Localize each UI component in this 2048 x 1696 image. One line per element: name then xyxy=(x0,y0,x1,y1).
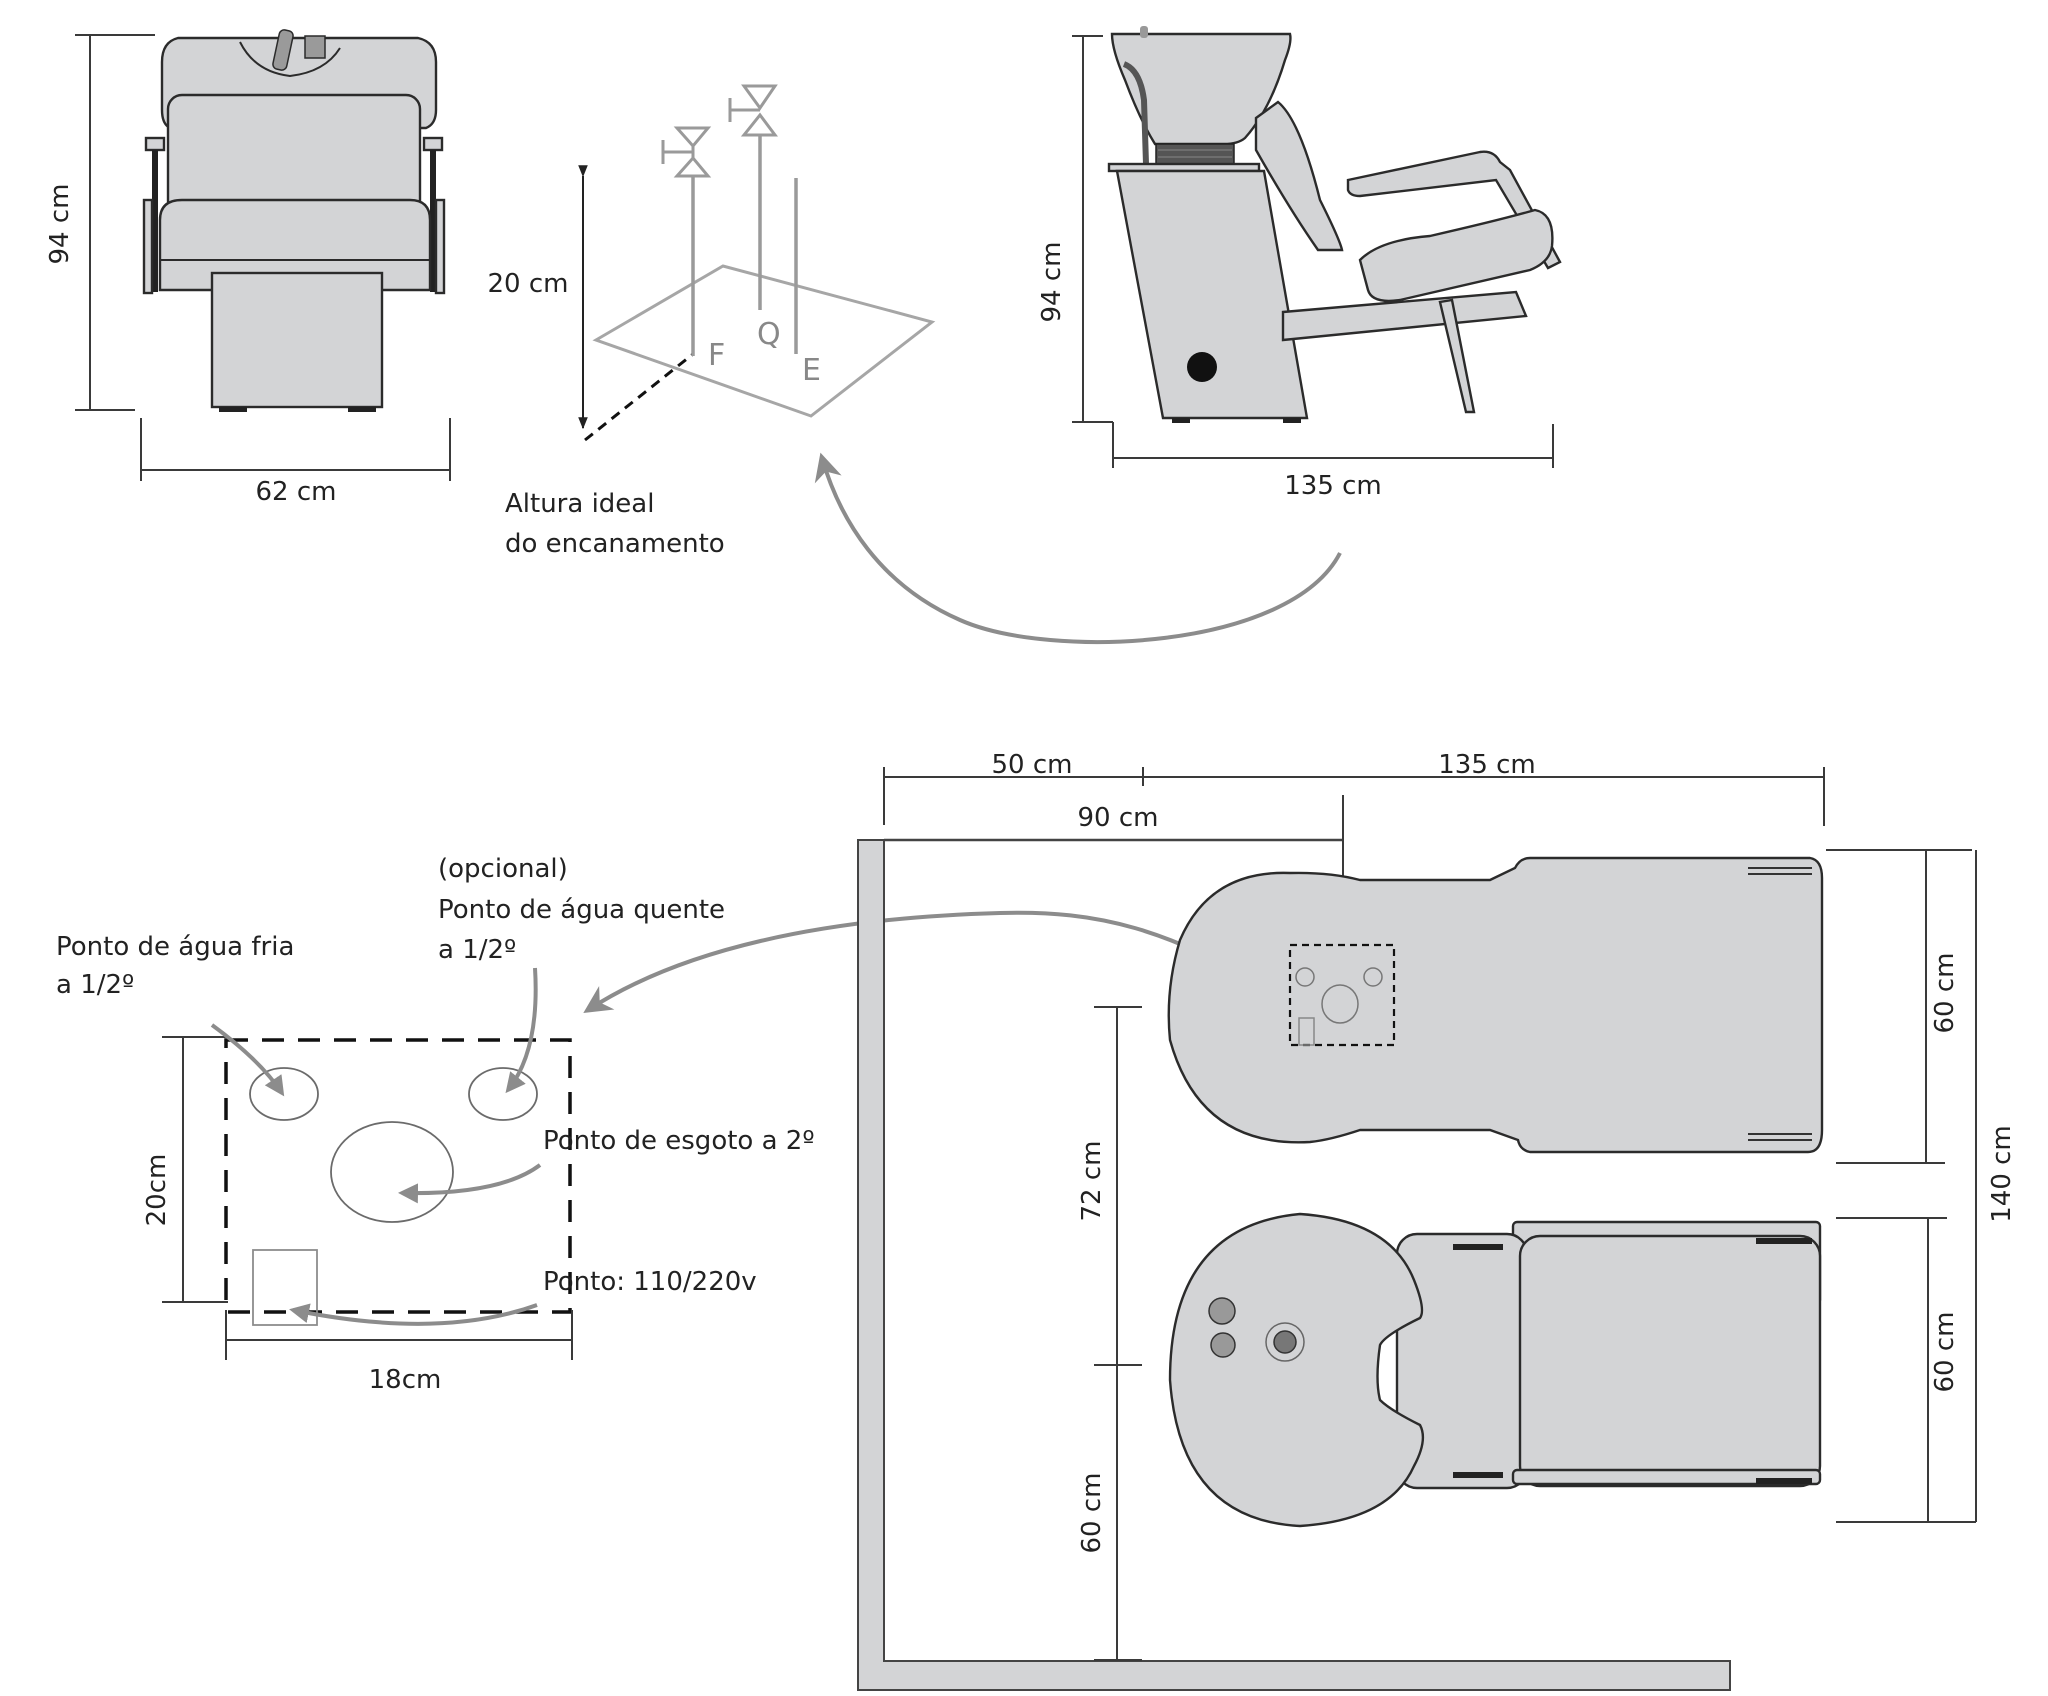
sewer-label: Ponto de esgoto a 2º xyxy=(543,1126,815,1156)
cold-water-label-line2: a 1/2º xyxy=(56,970,134,1000)
front-view: 94 cm 62 cm xyxy=(45,29,451,507)
point-detail: 20cm 18cm Ponto de água fria a 1/2º (opc… xyxy=(56,854,1277,1395)
hot-water-label-line1: Ponto de água quente xyxy=(438,895,725,925)
front-side-right xyxy=(434,198,446,295)
front-arm-left xyxy=(152,150,158,292)
point-distance-label: 90 cm xyxy=(1078,803,1159,833)
cold-water-arrow xyxy=(210,1023,285,1097)
side-height-label: 94 cm xyxy=(1037,242,1067,323)
hot-water-point xyxy=(468,1067,538,1121)
electric-point xyxy=(252,1249,318,1326)
cold-water-label-line1: Ponto de água fria xyxy=(56,932,294,962)
plan-armrest-bottom xyxy=(1511,1468,1822,1486)
side-view: 94 cm 135 cm xyxy=(1037,26,1562,501)
side-footrest-bar xyxy=(1281,290,1528,342)
detail-width-label: 18cm xyxy=(369,1365,442,1395)
front-base xyxy=(210,271,384,409)
link-arrow-side-to-iso xyxy=(814,452,1342,645)
plumbing-iso: 20 cm F Q E Altura ideal do encanamento xyxy=(488,84,1342,645)
sewer-arrow xyxy=(398,1163,542,1204)
total-width-label: 140 cm xyxy=(1987,1125,2017,1223)
link-arrow-plan-to-detail xyxy=(583,910,1277,1014)
faucet-icon xyxy=(272,29,294,71)
bellows-icon xyxy=(1155,143,1235,165)
front-arm-right xyxy=(430,150,436,292)
hot-water-optional-label: (opcional) xyxy=(438,854,568,884)
cold-point-label: F xyxy=(708,338,725,373)
front-arm-right-cap xyxy=(422,136,444,152)
detail-height-label: 20cm xyxy=(142,1154,172,1227)
center-to-wall-label: 60 cm xyxy=(1077,1473,1107,1554)
floor-plane xyxy=(592,264,936,418)
hot-point-label: Q xyxy=(757,317,781,352)
plan-chair-top xyxy=(1167,856,1824,1154)
front-arm-left-cap xyxy=(144,136,166,152)
install-area-box xyxy=(224,1038,572,1314)
plan-shower-icon xyxy=(1210,1332,1236,1358)
cold-valve-icon xyxy=(661,126,712,178)
front-backrest xyxy=(166,93,422,217)
electric-arrow xyxy=(289,1303,538,1326)
hot-valve-icon xyxy=(728,84,778,137)
side-backrest xyxy=(1254,100,1344,252)
hot-water-label-line2: a 1/2º xyxy=(438,935,516,965)
chair-length-label: 135 cm xyxy=(1438,750,1536,780)
hot-water-arrow xyxy=(505,967,538,1094)
sewer-point xyxy=(330,1121,454,1223)
pipe-caption-line1: Altura ideal xyxy=(505,489,654,519)
floor-plan: 50 cm 135 cm 90 cm xyxy=(857,750,2017,1691)
seat-width-bottom-label: 60 cm xyxy=(1930,1312,1960,1393)
front-seat xyxy=(158,198,432,292)
front-width-label: 62 cm xyxy=(256,477,337,507)
pipe-height-label: 20 cm xyxy=(488,269,569,299)
electric-label: Ponto: 110/220v xyxy=(543,1267,757,1297)
wall-gap-label: 50 cm xyxy=(992,750,1073,780)
plan-seat xyxy=(1518,1234,1822,1488)
sewer-point-label: E xyxy=(802,353,821,388)
wall-to-center-label: 72 cm xyxy=(1077,1141,1107,1222)
cold-water-point xyxy=(249,1067,319,1121)
shower-head-icon xyxy=(304,35,326,59)
pipe-caption-line2: do encanamento xyxy=(505,529,725,559)
side-basin xyxy=(1110,32,1292,146)
seat-width-top-label: 60 cm xyxy=(1930,953,1960,1034)
side-seat xyxy=(1358,208,1554,303)
plan-faucet-icon xyxy=(1208,1297,1236,1325)
plan-install-area xyxy=(1288,943,1396,1047)
side-armrest xyxy=(1346,150,1562,270)
side-length-label: 135 cm xyxy=(1284,471,1382,501)
floor-ref-dashed xyxy=(584,352,694,442)
side-leg xyxy=(1438,298,1476,414)
front-height-label: 94 cm xyxy=(45,184,75,265)
drain-outlet-icon xyxy=(1187,352,1217,382)
hose-icon xyxy=(1122,61,1149,165)
front-side-left xyxy=(142,198,154,295)
plan-basin xyxy=(1168,1212,1425,1528)
side-pedestal xyxy=(1115,169,1309,420)
